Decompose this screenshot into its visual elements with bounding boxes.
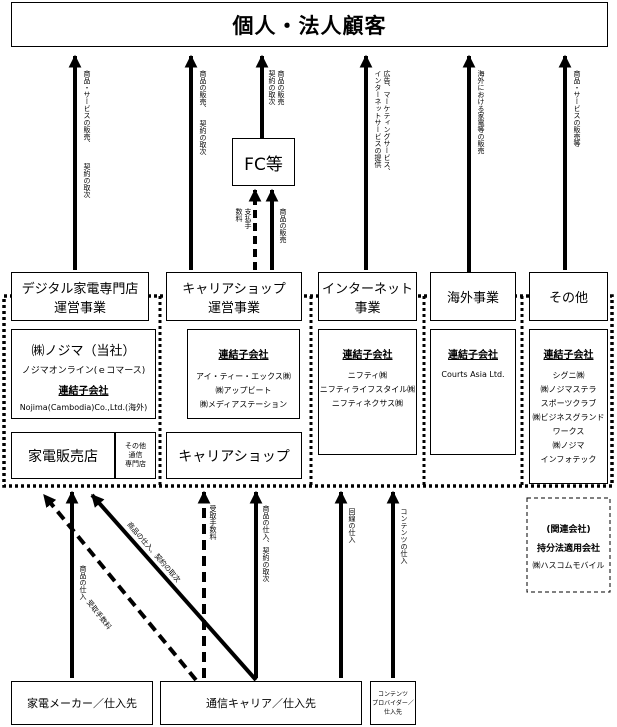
segment-carrier: キャリアショップ 運営事業 [166, 272, 302, 321]
internet-group-box: 連結子会社 ニフティ㈱ ニフティライフスタイル㈱ ニフティネクサス㈱ [318, 329, 417, 455]
segment-other: その他 [529, 272, 608, 321]
label-carrier-fee: 受取手数料 [209, 505, 217, 540]
overseas-group-box: 連結子会社 Courts Asia Ltd. [430, 329, 516, 455]
fc-box: FC等 [232, 138, 295, 186]
internet-consolidated: 連結子会社 [342, 350, 393, 361]
label-digital-contract: 契約の取次 [83, 163, 91, 198]
company-itx: アイ・ティー・エックス㈱ [196, 372, 291, 381]
other-group-box: 連結子会社 シグニ㈱ ㈱ノジマステラ スポーツクラブ ㈱ビジネスグランド ワーク… [529, 329, 608, 484]
carrier-group-box: 連結子会社 アイ・ティー・エックス㈱ ㈱アップビート ㈱メディアステーション [187, 329, 300, 419]
label-internet: 広告、マーケティングサービス、インターネットサービスの提供 [374, 70, 391, 175]
carrier-shop-label: キャリアショップ [178, 448, 290, 465]
label-maker-goods: 商品の仕入 [79, 565, 87, 600]
segment-overseas: 海外事業 [430, 272, 516, 321]
label-carrier-goods: 商品の仕入、契約の取次 [262, 505, 270, 582]
company-courts: Courts Asia Ltd. [441, 370, 505, 379]
affiliate-title: (関連会社) [546, 524, 591, 535]
overseas-consolidated: 連結子会社 [448, 350, 498, 361]
label-carrier-contract: 契約の取次 [199, 120, 207, 155]
maker-supplier-label: 家電メーカー／仕入先 [27, 697, 137, 710]
digital-group-box: ㈱ノジマ（当社） ノジマオンライン(ｅコマース) 連結子会社 Nojima(Ca… [11, 329, 156, 419]
carrier-supplier-label: 通信キャリア／仕入先 [206, 697, 316, 710]
label-overseas: 海外における家電等の販売 [477, 70, 485, 154]
company-business-grand: ㈱ビジネスグランド [532, 413, 605, 422]
other-consolidated: 連結子会社 [543, 350, 594, 361]
appliance-store-label: 家電販売店 [28, 448, 98, 465]
company-works: ワークス [552, 427, 585, 436]
nojima-online: ノジマオンライン(ｅコマース) [21, 366, 146, 376]
label-line-purchase: 回線の仕入 [348, 508, 356, 543]
customers-title: 個人・法人顧客 [232, 13, 387, 38]
segment-digital: デジタル家電専門店 運営事業 [11, 272, 149, 321]
company-upbeat: ㈱アップビート [215, 386, 272, 395]
company-sportsclub: スポーツクラブ [540, 399, 597, 408]
label-content-purchase: コンテンツの仕入 [400, 508, 408, 564]
company-nifty-lifestyle: ニフティライフスタイル㈱ [319, 385, 416, 394]
company-nifty: ニフティ㈱ [347, 371, 388, 380]
label-digital-sales: 商品・サービスの販売、 [83, 70, 91, 147]
label-fc-up: 商品の販売契約の取次 [268, 70, 285, 105]
company-signi: シグニ㈱ [552, 371, 585, 380]
arrow-goods-diagonal [90, 493, 258, 682]
company-mediastation: ㈱メディアステーション [199, 400, 288, 409]
affiliate-frame [526, 497, 611, 593]
affiliate-type: 持分法適用会社 [536, 543, 600, 554]
content-supplier-box: コンテンツ プロバイダー／ 仕入先 [370, 681, 416, 725]
nojima-cambodia: Nojima(Cambodia)Co.,Ltd.(海外) [19, 403, 148, 412]
other-comm-store-box: その他 通信 専門店 [115, 432, 156, 479]
consolidated-group-frame [2, 294, 614, 488]
fc-label: FC等 [244, 154, 283, 175]
carrier-shop-box: キャリアショップ [166, 432, 302, 479]
nojima-main: ㈱ノジマ（当社） [31, 344, 136, 359]
carrier-supplier-box: 通信キャリア／仕入先 [160, 681, 362, 725]
label-fc-sales: 商品の販売 [279, 208, 287, 243]
company-infotech: インフォテック [540, 455, 597, 464]
arrow-fee-diagonal [42, 493, 198, 682]
carrier-consolidated: 連結子会社 [218, 350, 269, 361]
company-nifty-nexus: ニフティネクサス㈱ [331, 399, 404, 408]
label-other: 商品・サービスの販売等 [573, 70, 581, 147]
maker-supplier-box: 家電メーカー／仕入先 [11, 681, 153, 725]
customers-box: 個人・法人顧客 [11, 2, 608, 47]
label-carrier-sales: 商品の販売、 [199, 70, 207, 112]
affiliate-box: (関連会社) 持分法適用会社 ㈱ハスコムモバイル [528, 508, 609, 584]
company-nojima-info: ㈱ノジマ [552, 441, 585, 450]
digital-consolidated: 連結子会社 [58, 386, 109, 397]
segment-internet: インターネット 事業 [318, 272, 417, 321]
appliance-store-box: 家電販売店 [11, 432, 115, 479]
company-stella: ㈱ノジマステラ [540, 385, 597, 394]
label-fc-fee: 支払手数料 [235, 208, 252, 229]
affiliate-company: ㈱ハスコムモバイル [532, 560, 605, 570]
